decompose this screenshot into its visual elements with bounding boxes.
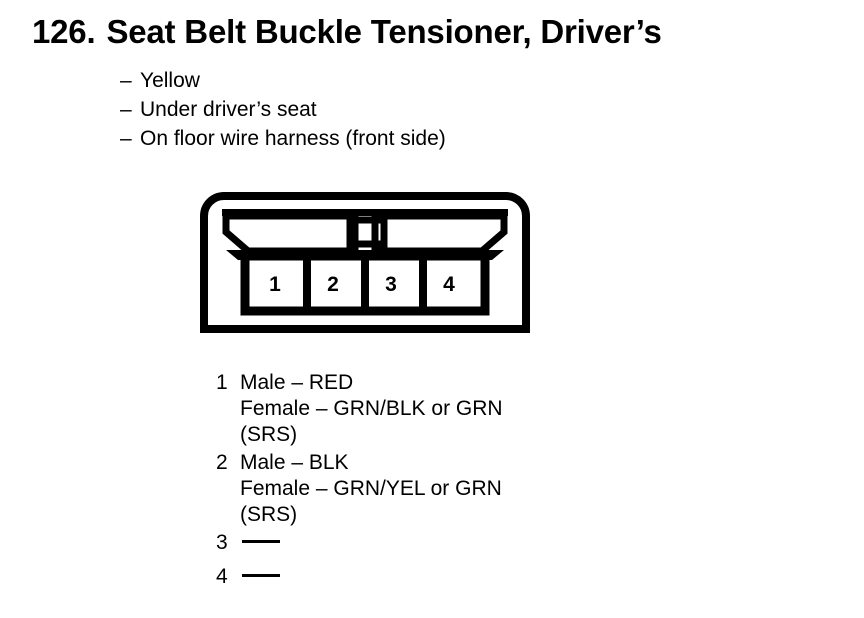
legend-line: Male – RED [240, 371, 354, 394]
legend-body [240, 530, 503, 556]
legend-line: (SRS) [240, 503, 298, 526]
center-key-slot [346, 216, 388, 248]
legend-body [240, 564, 503, 590]
dash-marker: – [120, 98, 132, 121]
legend-line: Male – BLK [240, 451, 349, 474]
attribute-list: –Yellow –Under driver’s seat –On floor w… [120, 66, 446, 153]
legend-line: (SRS) [240, 423, 298, 446]
item-title-text: Seat Belt Buckle Tensioner, Driver’s [106, 13, 662, 50]
legend-line [240, 564, 503, 590]
legend-pin-index: 3 [216, 531, 228, 554]
legend-pin-index: 1 [216, 371, 228, 394]
legend-body: Male – RED Female – GRN/BLK or GRN (SRS) [240, 370, 503, 448]
dash-marker: – [120, 69, 132, 92]
pin-number-2: 2 [327, 273, 339, 296]
attribute-text: Under driver’s seat [140, 98, 317, 121]
legend-pin-index: 4 [216, 565, 228, 588]
list-item: –On floor wire harness (front side) [120, 124, 446, 153]
connector-diagram: 1 2 3 4 [200, 192, 530, 333]
pin-divider [303, 256, 311, 311]
legend-line [240, 530, 503, 556]
dash-marker: – [120, 127, 132, 150]
pin-divider [361, 256, 369, 311]
legend-entry: 2 Male – BLK Female – GRN/YEL or GRN (SR… [216, 450, 503, 528]
top-rail [222, 209, 508, 216]
legend-line: Female – GRN/BLK or GRN [240, 397, 503, 420]
attribute-text: Yellow [140, 69, 200, 92]
list-item: –Yellow [120, 66, 446, 95]
page-title: 126. Seat Belt Buckle Tensioner, Driver’s [32, 14, 662, 50]
legend-entry: 1 Male – RED Female – GRN/BLK or GRN (SR… [216, 370, 503, 448]
pin-number-1: 1 [269, 273, 281, 296]
legend-entry: 3 [216, 530, 503, 556]
legend-body: Male – BLK Female – GRN/YEL or GRN (SRS) [240, 450, 503, 528]
pin-number-4: 4 [443, 273, 455, 296]
unused-pin-rule [242, 574, 280, 577]
unused-pin-rule [242, 540, 280, 543]
pin-legend: 1 Male – RED Female – GRN/BLK or GRN (SR… [216, 370, 503, 598]
list-item: –Under driver’s seat [120, 95, 446, 124]
legend-line: Female – GRN/YEL or GRN [240, 477, 502, 500]
pin-number-3: 3 [385, 273, 397, 296]
item-number: 126. [32, 13, 96, 50]
attribute-text: On floor wire harness (front side) [140, 127, 446, 150]
pin-divider [419, 256, 427, 311]
legend-pin-index: 2 [216, 451, 228, 474]
legend-entry: 4 [216, 564, 503, 590]
